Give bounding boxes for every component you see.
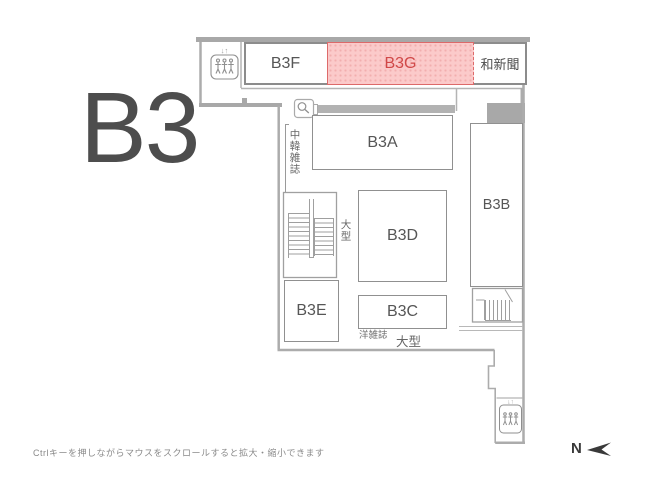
wall-outline (196, 37, 530, 444)
room-b3a[interactable]: B3A (312, 115, 453, 170)
elevator-bottom-icon: ↓↑ (499, 399, 522, 434)
wall-h-left (199, 103, 282, 107)
room-label: 和新聞 (480, 57, 520, 72)
label-ogata-bottom: 大型 (396, 335, 422, 349)
compass-label: N (571, 440, 582, 457)
room-label: B3C (386, 303, 419, 320)
elevator-top-icon: ↓↑ (210, 46, 239, 80)
north-arrow-icon (587, 442, 611, 456)
wall-block-top-right (487, 103, 525, 123)
wall-tick (242, 98, 247, 103)
room-label: B3B (482, 197, 511, 213)
elevator-arrows: ↓↑ (221, 46, 229, 55)
room-label: B3G (384, 54, 417, 72)
shelf-bar-icon (318, 105, 455, 113)
stairs-bottom-right-treads (485, 300, 511, 321)
stairs-middle-treads-left (288, 213, 311, 258)
elevator-arrows: ↓↑ (507, 399, 514, 406)
room-label: B3A (367, 133, 398, 151)
person-icon (508, 412, 513, 426)
stairs-middle-treads-right (314, 218, 334, 256)
room-b3g[interactable]: B3G (327, 42, 474, 85)
room-b3c[interactable]: B3C (358, 295, 447, 329)
person-icon (221, 58, 228, 74)
room-b3d[interactable]: B3D (358, 190, 447, 282)
search-icon[interactable] (293, 98, 315, 119)
room-label: B3F (270, 54, 301, 72)
label-ogata-mid: 大型 (339, 219, 352, 242)
shelf-lines-bottom-right (459, 326, 523, 331)
room-b3f[interactable]: B3F (246, 44, 325, 83)
room-wa-shinbun[interactable]: 和新聞 (475, 44, 525, 83)
label-chu-kan-zasshi: 中韓雑誌 (288, 129, 301, 175)
person-icon (502, 412, 508, 426)
person-icon (513, 412, 519, 426)
room-label: B3E (296, 302, 327, 319)
room-label: B3D (386, 227, 419, 244)
room-b3b[interactable]: B3B (470, 123, 523, 287)
zoom-hint-text: Ctrlキーを押しながらマウスをスクロールすると拡大・縮小できます (33, 448, 325, 458)
label-yo-zasshi: 洋雑誌 (359, 330, 388, 341)
wall-corridor-jog (487, 350, 496, 443)
person-icon (215, 58, 221, 74)
stairs-middle-divider (309, 199, 314, 258)
person-icon (228, 58, 234, 74)
floor-title: B3 (80, 72, 200, 184)
wall-top (196, 37, 530, 42)
room-b3e[interactable]: B3E (284, 280, 339, 342)
